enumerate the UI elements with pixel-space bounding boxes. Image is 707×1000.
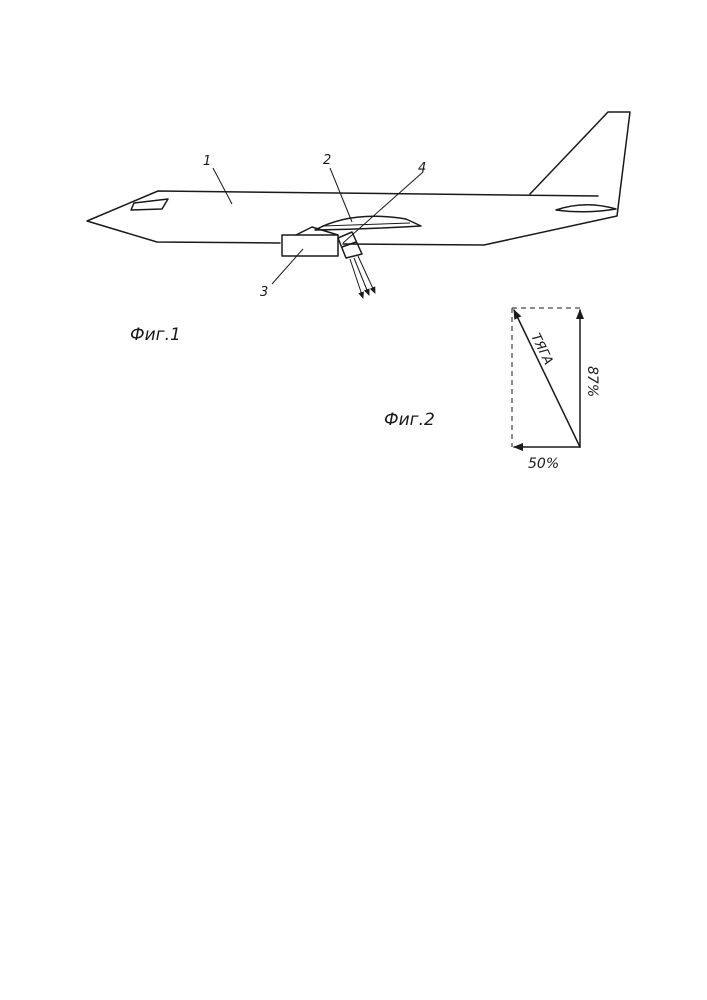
callout-leader-4 bbox=[343, 172, 423, 243]
callout-leader-3 bbox=[272, 249, 303, 284]
horizontal-component-label: 50% bbox=[528, 456, 559, 472]
thrust-resultant-arrow bbox=[514, 310, 580, 447]
callout-leader-2 bbox=[330, 168, 352, 222]
aircraft-drawing: 1 2 3 4 bbox=[87, 112, 630, 300]
engine-pylon bbox=[296, 227, 338, 235]
callout-2: 2 bbox=[323, 153, 331, 168]
callout-3: 3 bbox=[260, 285, 268, 300]
vertical-component-label: 87% bbox=[584, 366, 600, 397]
figure-1-caption: Фиг.1 bbox=[130, 325, 181, 345]
thrust-vector-diagram: ТЯГА 87% 50% bbox=[512, 308, 600, 472]
deflected-nozzle bbox=[338, 232, 362, 258]
figure-2-caption: Фиг.2 bbox=[384, 410, 435, 430]
wing-chord-line bbox=[322, 223, 410, 226]
callout-1: 1 bbox=[203, 154, 211, 169]
callout-leader-1 bbox=[213, 168, 232, 204]
engine-nacelle bbox=[282, 235, 338, 256]
thrust-label: ТЯГА bbox=[527, 331, 555, 367]
tail-stabilizer bbox=[556, 205, 616, 212]
callout-4: 4 bbox=[418, 161, 426, 176]
